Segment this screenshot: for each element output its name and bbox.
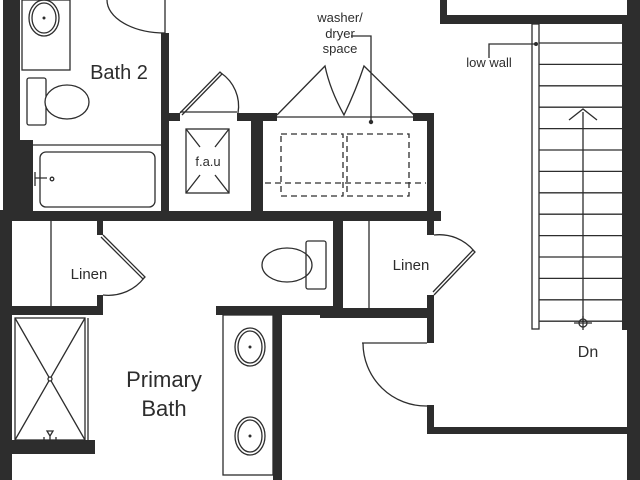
toilet-tank-icon (305, 240, 327, 290)
linen-left-label: Linen (71, 266, 108, 283)
bath2-vanity (21, 0, 71, 71)
door-swing-icon (106, 0, 166, 34)
room-label-bath2: Bath 2 (90, 62, 148, 84)
washer-label-3: space (323, 41, 358, 56)
low-wall-label: low wall (466, 55, 512, 70)
door-icon (100, 234, 146, 280)
staircase[interactable] (488, 23, 622, 330)
sink-icon (28, 0, 60, 37)
stairs-down-label: Dn (578, 344, 598, 361)
hall-fixtures (362, 221, 476, 407)
sink-icon (234, 416, 266, 456)
door-icon (179, 71, 223, 116)
dryer-outline (346, 133, 410, 197)
washer-label-1: washer/ (316, 10, 363, 25)
double-vanity (222, 314, 274, 476)
primary-bath-fixtures (14, 221, 327, 476)
door-swing-icon (362, 342, 428, 407)
bifold-door-icon (276, 64, 416, 117)
bath2-fixtures (21, 0, 166, 208)
arrow-up-icon (568, 108, 598, 121)
door-icon (432, 249, 476, 296)
fau-closet (179, 71, 240, 194)
toilet-bowl-icon (261, 247, 313, 283)
room-label-primary-2: Bath (141, 396, 186, 421)
washer-label-2: dryer (325, 26, 355, 41)
laundry (263, 35, 426, 197)
room-label-primary-1: Primary (126, 367, 202, 392)
sink-icon (234, 327, 266, 367)
washer-outline (280, 133, 344, 197)
bathtub-icon (39, 151, 156, 208)
low-wall-railing (531, 23, 540, 330)
toilet-bowl-icon (44, 84, 90, 120)
fau-label: f.a.u (195, 154, 220, 169)
toilet-tank-icon (26, 77, 47, 126)
linen-right-label: Linen (393, 257, 430, 274)
